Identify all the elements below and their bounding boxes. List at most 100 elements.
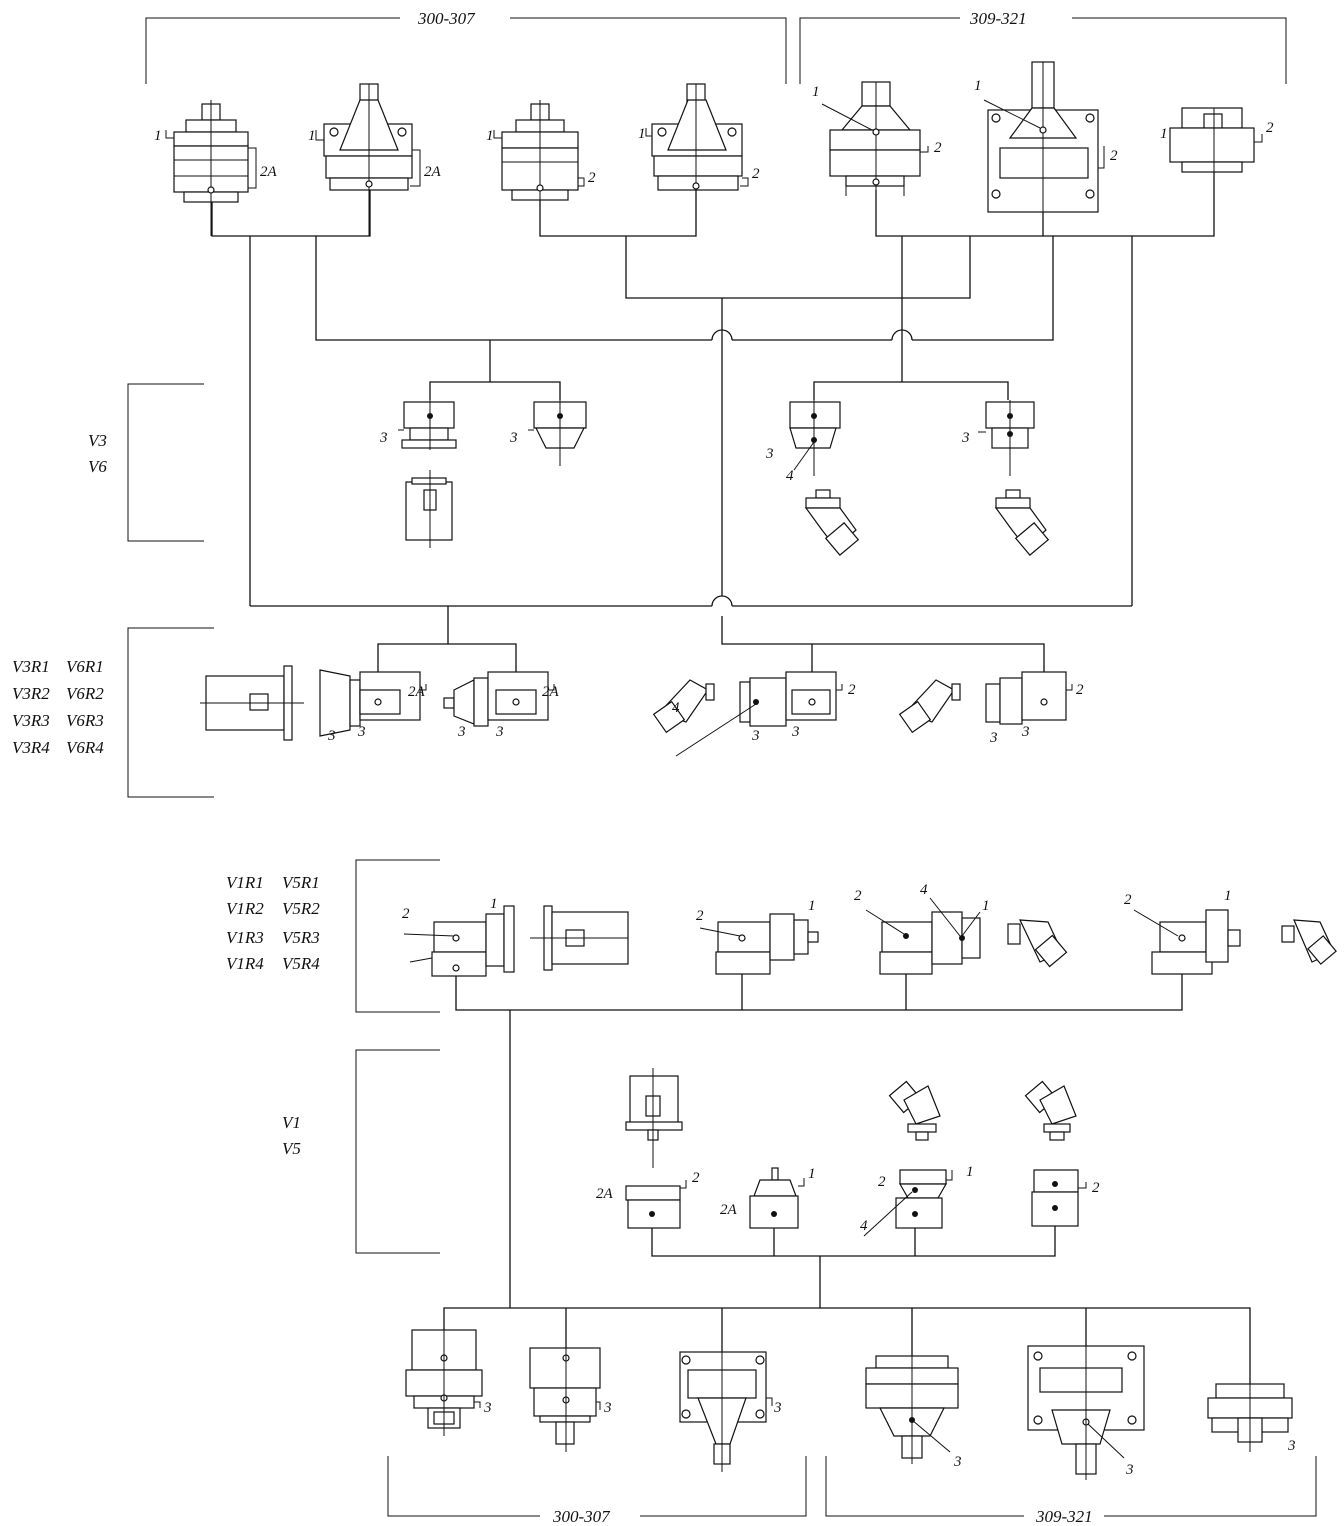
callout-top4-2: 2 — [752, 166, 760, 182]
callout-v3b-3: 3 — [509, 430, 518, 446]
callout-top1-2a: 2A — [260, 164, 278, 180]
adapter-v5-2 — [1031, 1169, 1087, 1227]
callout-v5b-2: 2 — [1092, 1180, 1100, 1196]
group-label-v3r1: V3R1 — [12, 657, 50, 676]
group-label-v5r2: V5R2 — [282, 899, 320, 918]
gearbox-top-3 — [493, 100, 585, 236]
callout-bot1-3: 3 — [483, 1400, 492, 1416]
hydraulic-motor-v6r-1 — [652, 679, 715, 734]
adapter-v6r-2 — [985, 671, 1073, 725]
gearbox-bottom-3 — [679, 1351, 773, 1472]
adapter-v6-2 — [978, 400, 1035, 476]
bracket-bottom-left — [387, 1456, 807, 1517]
callout-v6r1-3b: 3 — [791, 724, 800, 740]
callout-v6r2-3a: 3 — [989, 730, 998, 746]
adapter-v3r-1 — [319, 669, 427, 737]
hydraulic-motor-v6r-2 — [898, 679, 961, 734]
callout-v6r1-2: 2 — [848, 682, 856, 698]
callout-v1r1-2: 2 — [402, 906, 410, 922]
group-label-v1: V1 — [282, 1113, 301, 1132]
callout-bot4-3: 3 — [953, 1454, 962, 1470]
callout-v3r1-3a: 3 — [327, 728, 336, 744]
gearbox-bottom-1 — [405, 1329, 483, 1436]
range-label-top-left: 300-307 — [417, 9, 476, 28]
callout-v1r2-2: 2 — [696, 908, 704, 924]
electric-motor-horizontal — [200, 665, 304, 741]
callout-bot5-3: 3 — [1125, 1462, 1134, 1478]
adapter-v1-2 — [749, 1167, 805, 1229]
callout-v5a-2: 2 — [878, 1174, 886, 1190]
gearbox-top-5 — [821, 81, 929, 236]
callout-v1r3-4: 4 — [920, 882, 928, 898]
callout-v5a-4: 4 — [860, 1218, 868, 1234]
callout-top2-1: 1 — [308, 128, 316, 144]
adapter-v1r-2 — [699, 913, 819, 975]
bracket-v3-v6 — [127, 383, 204, 542]
range-label-bottom-right: 309-321 — [1035, 1507, 1093, 1526]
callout-top1-1: 1 — [154, 128, 162, 144]
motor-v3-vertical — [405, 470, 453, 548]
group-label-v6r1: V6R1 — [66, 657, 104, 676]
callout-v3a-3: 3 — [379, 430, 388, 446]
group-label-v1r2: V1R2 — [226, 899, 264, 918]
callout-v1a-2: 2 — [692, 1170, 700, 1186]
callout-v6r1-4: 4 — [672, 700, 680, 716]
range-label-bottom-left: 300-307 — [552, 1507, 611, 1526]
gearbox-top-2 — [315, 83, 421, 236]
callout-top5-1: 1 — [812, 84, 820, 100]
group-label-v6: V6 — [88, 457, 107, 476]
group-label-v6r3: V6R3 — [66, 711, 104, 730]
callout-top6-1: 1 — [974, 78, 982, 94]
callout-v1r1-1: 1 — [490, 896, 498, 912]
group-label-v3r2: V3R2 — [12, 684, 50, 703]
group-label-v5: V5 — [282, 1139, 301, 1158]
upper-connection-tree — [211, 168, 1215, 700]
callout-v1b-2a: 2A — [720, 1202, 738, 1218]
callout-bot2-3: 3 — [603, 1400, 612, 1416]
hydraulic-motor-v6-1 — [804, 489, 860, 556]
bracket-v3r-v6r — [127, 627, 214, 798]
group-label-v3r4: V3R4 — [12, 738, 50, 757]
gearbox-top-1 — [165, 100, 257, 236]
group-label-v1r3: V1R3 — [226, 928, 264, 947]
adapter-v6-1 — [789, 400, 841, 476]
hydraulic-motor-v1r-1 — [1007, 919, 1068, 968]
callout-v3r2-3a: 3 — [457, 724, 466, 740]
hydraulic-motor-v6-2 — [994, 489, 1050, 556]
callout-top3-2: 2 — [588, 170, 596, 186]
callout-v5a-1: 1 — [966, 1164, 974, 1180]
bracket-v1r-v5r — [355, 859, 440, 1013]
gearbox-bottom-2 — [529, 1347, 601, 1452]
callout-v1a-2a: 2A — [596, 1186, 614, 1202]
gearbox-bottom-6 — [1207, 1383, 1293, 1452]
callout-top6-2: 2 — [1110, 148, 1118, 164]
gearbox-bottom-5 — [1027, 1345, 1145, 1480]
gearbox-top-4 — [645, 83, 749, 236]
adapter-v1r-1 — [403, 905, 515, 977]
gearbox-top-7 — [1169, 107, 1263, 236]
bracket-top-left — [145, 17, 787, 84]
adapter-v1-1 — [625, 1180, 687, 1229]
callout-v1r3-2: 2 — [854, 888, 862, 904]
callout-v3r1-2a: 2A — [408, 684, 426, 700]
callout-top4-1: 1 — [638, 126, 646, 142]
gearbox-bottom-4 — [865, 1355, 959, 1464]
group-label-v5r3: V5R3 — [282, 928, 320, 947]
bracket-top-right — [799, 17, 1287, 84]
gearbox-top-6 — [983, 61, 1105, 236]
callout-top7-1: 1 — [1160, 126, 1168, 142]
callout-bot3-3: 3 — [773, 1400, 782, 1416]
adapter-v1r-4 — [1133, 909, 1241, 975]
adapter-v3r-2 — [443, 671, 555, 727]
callout-v1r3-1: 1 — [982, 898, 990, 914]
callout-bot6-3: 3 — [1287, 1438, 1296, 1454]
callout-v6b-3: 3 — [961, 430, 970, 446]
bracket-bottom-right — [825, 1456, 1317, 1517]
group-label-v1r4: V1R4 — [226, 954, 264, 973]
electric-motor-v1r — [530, 905, 629, 971]
callout-top3-1: 1 — [486, 128, 494, 144]
callout-v1b-1: 1 — [808, 1166, 816, 1182]
callout-v3r1-3b: 3 — [357, 724, 366, 740]
bracket-v1-v5 — [355, 1049, 440, 1254]
group-label-v3: V3 — [88, 431, 107, 450]
